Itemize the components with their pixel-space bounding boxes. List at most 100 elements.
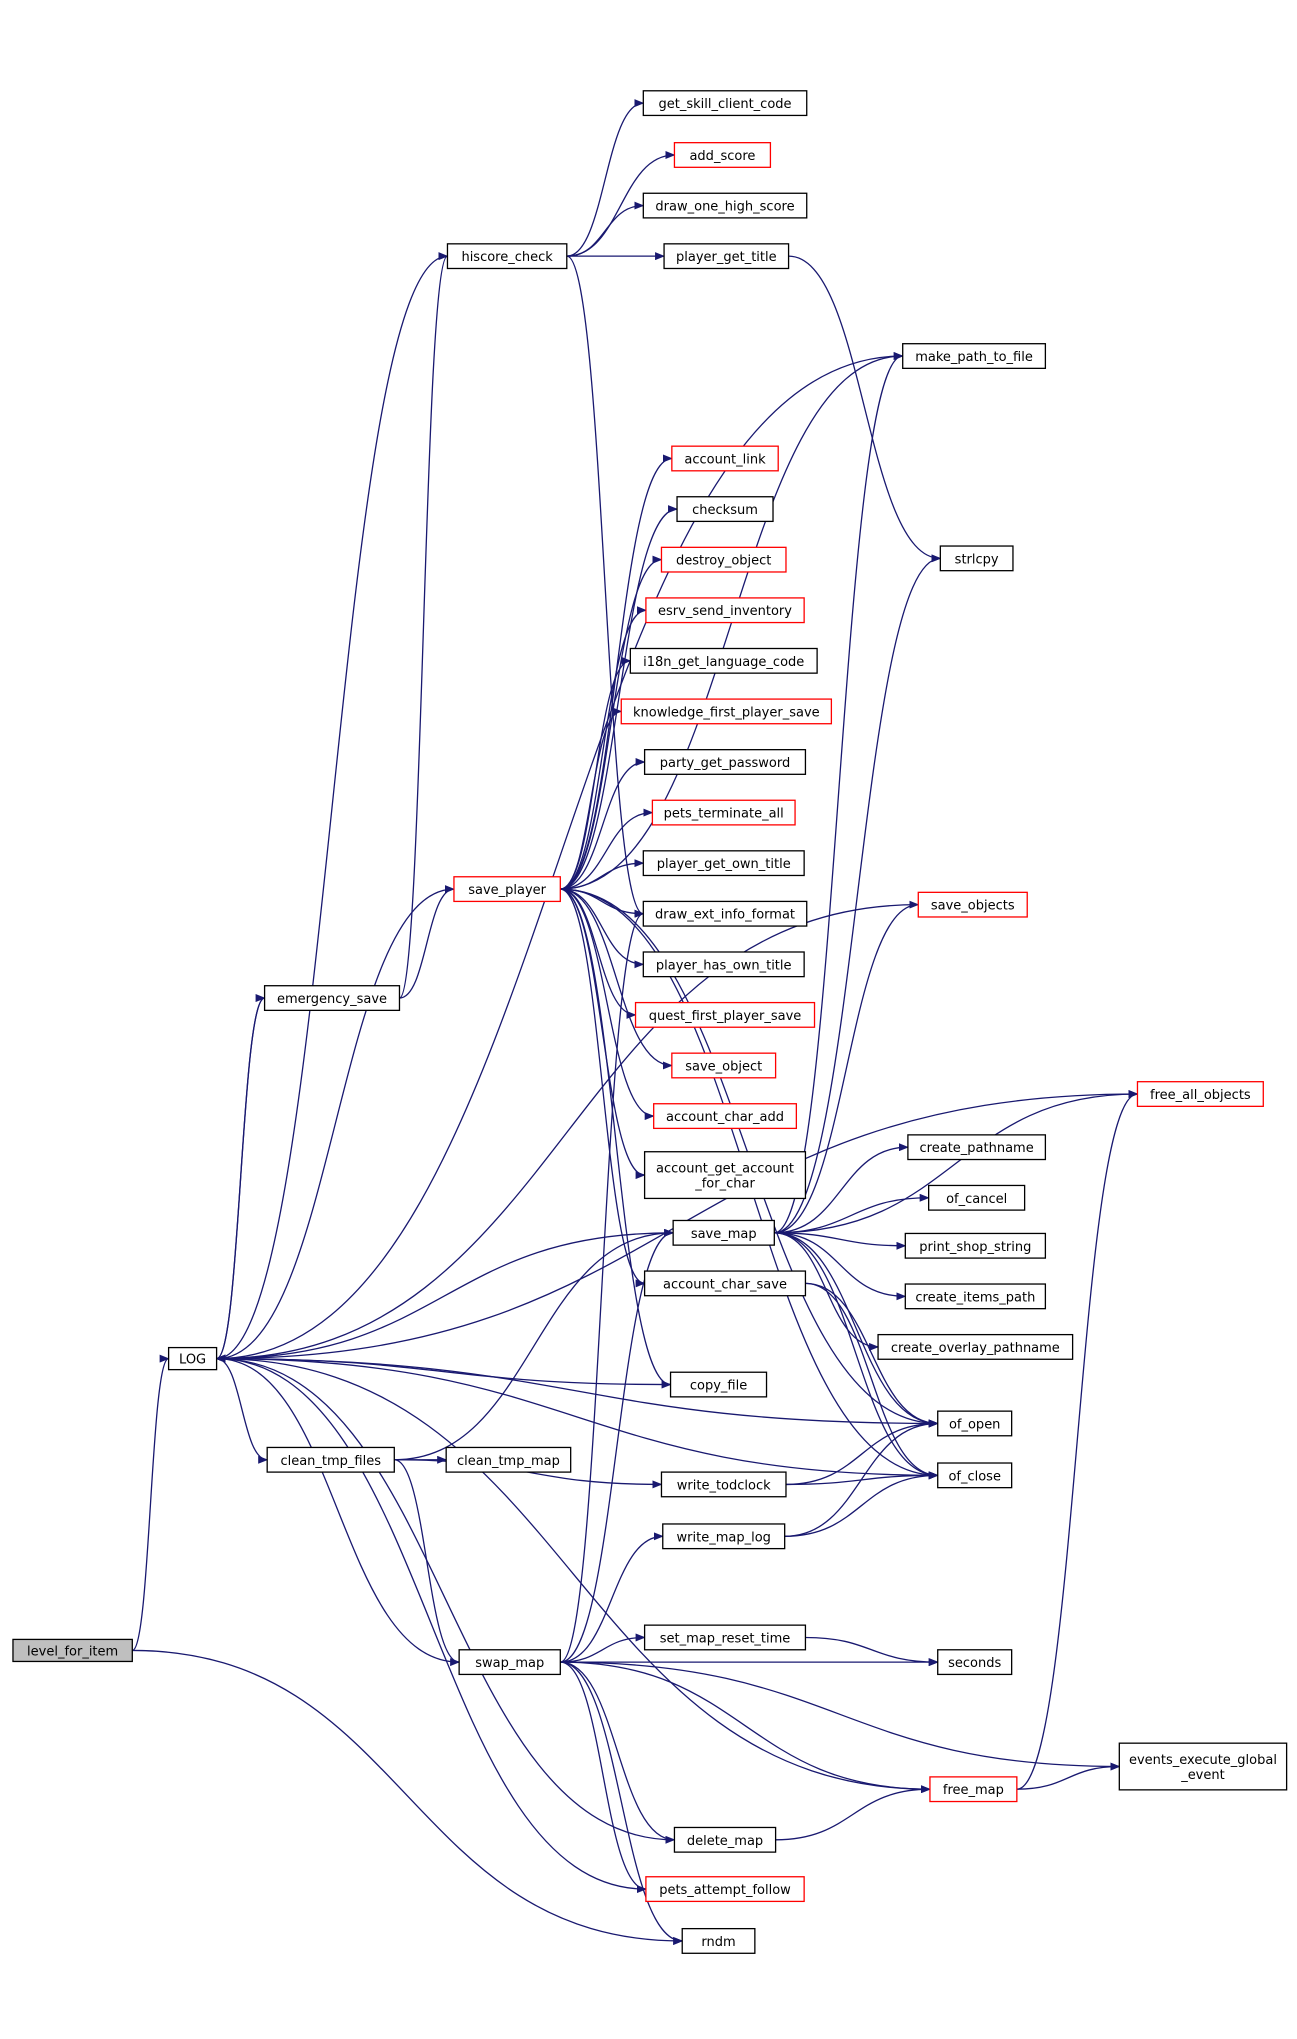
- node-box[interactable]: [662, 1523, 786, 1550]
- node-box[interactable]: [651, 799, 796, 826]
- node-add-score[interactable]: add_score: [673, 142, 772, 168]
- node-clean-tmp-map[interactable]: clean_tmp_map: [445, 1446, 572, 1473]
- node-box[interactable]: [877, 1333, 1074, 1360]
- node-box[interactable]: [642, 951, 805, 978]
- node-box[interactable]: [643, 1151, 807, 1200]
- node-box[interactable]: [681, 1927, 756, 1954]
- node-box[interactable]: [634, 1001, 816, 1028]
- node-save-object[interactable]: save_object: [671, 1052, 777, 1079]
- node-draw-one-high-score[interactable]: draw_one_high_score: [642, 192, 808, 219]
- node-account-char-save[interactable]: account_char_save: [643, 1270, 807, 1297]
- node-box[interactable]: [937, 1462, 1013, 1489]
- node-level-for-item[interactable]: level_for_item: [12, 1638, 133, 1663]
- node-box[interactable]: [643, 1270, 807, 1297]
- node-player-has-own-title[interactable]: player_has_own_title: [642, 951, 805, 978]
- node-box[interactable]: [629, 647, 818, 674]
- node-pets-attempt-follow[interactable]: pets_attempt_follow: [645, 1876, 805, 1903]
- node-create-overlay-pathname[interactable]: create_overlay_pathname: [877, 1333, 1074, 1360]
- node-pets-terminate-all[interactable]: pets_terminate_all: [651, 799, 796, 826]
- node-save-objects[interactable]: save_objects: [917, 891, 1028, 918]
- node-box[interactable]: [672, 1219, 775, 1246]
- node-create-items-path[interactable]: create_items_path: [904, 1283, 1047, 1310]
- node-LOG[interactable]: LOG: [167, 1346, 218, 1371]
- node-free-all-objects[interactable]: free_all_objects: [1136, 1081, 1264, 1107]
- node-box[interactable]: [1118, 1742, 1288, 1791]
- node-box[interactable]: [445, 1446, 572, 1473]
- node-party-get-password[interactable]: party_get_password: [643, 749, 807, 775]
- node-quest-first-player-save[interactable]: quest_first_player_save: [634, 1001, 816, 1028]
- node-box[interactable]: [676, 496, 774, 523]
- node-box[interactable]: [458, 1649, 561, 1676]
- node-save-player[interactable]: save_player: [453, 876, 561, 903]
- node-box[interactable]: [660, 1471, 787, 1498]
- node-box[interactable]: [620, 698, 833, 725]
- node-box[interactable]: [663, 243, 790, 270]
- node-set-map-reset-time[interactable]: set_map_reset_time: [643, 1624, 807, 1651]
- node-box[interactable]: [12, 1638, 133, 1663]
- node-box[interactable]: [939, 545, 1014, 572]
- node-box[interactable]: [642, 90, 808, 117]
- node-box[interactable]: [1136, 1081, 1264, 1107]
- node-write-map-log[interactable]: write_map_log: [662, 1523, 786, 1550]
- node-box[interactable]: [904, 1283, 1047, 1310]
- node-player-get-own-title[interactable]: player_get_own_title: [642, 850, 805, 877]
- node-box[interactable]: [643, 749, 807, 775]
- node-knowledge-first-player-save[interactable]: knowledge_first_player_save: [620, 698, 833, 725]
- node-box[interactable]: [917, 891, 1028, 918]
- node-box[interactable]: [645, 1876, 805, 1903]
- node-events-execute-global-event[interactable]: events_execute_global_event: [1118, 1742, 1288, 1791]
- node-seconds[interactable]: seconds: [937, 1649, 1013, 1676]
- node-box[interactable]: [642, 900, 808, 927]
- node-box[interactable]: [642, 850, 805, 877]
- node-box[interactable]: [937, 1649, 1013, 1676]
- node-box[interactable]: [907, 1134, 1047, 1161]
- node-strlcpy[interactable]: strlcpy: [939, 545, 1014, 572]
- node-box[interactable]: [263, 985, 401, 1012]
- node-create-pathname[interactable]: create_pathname: [907, 1134, 1047, 1161]
- node-box[interactable]: [645, 597, 805, 624]
- node-box[interactable]: [453, 876, 561, 903]
- node-write-todclock[interactable]: write_todclock: [660, 1471, 787, 1498]
- node-make-path-to-file[interactable]: make_path_to_file: [902, 343, 1047, 369]
- node-print-shop-string[interactable]: print_shop_string: [904, 1232, 1047, 1259]
- node-box[interactable]: [673, 142, 772, 168]
- node-esrv-send-inventory[interactable]: esrv_send_inventory: [645, 597, 805, 624]
- node-player-get-title[interactable]: player_get_title: [663, 243, 790, 270]
- node-box[interactable]: [928, 1184, 1026, 1211]
- node-box[interactable]: [671, 445, 779, 472]
- node-box[interactable]: [660, 546, 787, 573]
- node-free-map[interactable]: free_map: [929, 1776, 1018, 1803]
- node-box[interactable]: [673, 1826, 777, 1853]
- node-of-cancel[interactable]: of_cancel: [928, 1184, 1026, 1211]
- node-delete-map[interactable]: delete_map: [673, 1826, 777, 1853]
- node-box[interactable]: [167, 1346, 218, 1371]
- node-copy-file[interactable]: copy_file: [669, 1371, 768, 1398]
- node-clean-tmp-files[interactable]: clean_tmp_files: [266, 1446, 395, 1473]
- node-rndm[interactable]: rndm: [681, 1927, 756, 1954]
- node-box[interactable]: [266, 1446, 395, 1473]
- node-box[interactable]: [643, 1624, 807, 1651]
- node-box[interactable]: [653, 1103, 798, 1130]
- node-get-skill-client-code[interactable]: get_skill_client_code: [642, 90, 808, 117]
- node-swap-map[interactable]: swap_map: [458, 1649, 561, 1676]
- node-of-close[interactable]: of_close: [937, 1462, 1013, 1489]
- node-account-get-account-for-char[interactable]: account_get_account_for_char: [643, 1151, 807, 1200]
- node-box[interactable]: [904, 1232, 1047, 1259]
- node-box[interactable]: [902, 343, 1047, 369]
- node-i18n-get-language-code[interactable]: i18n_get_language_code: [629, 647, 818, 674]
- node-save-map[interactable]: save_map: [672, 1219, 775, 1246]
- node-checksum[interactable]: checksum: [676, 496, 774, 523]
- node-box[interactable]: [671, 1052, 777, 1079]
- node-hiscore-check[interactable]: hiscore_check: [446, 243, 568, 270]
- node-of-open[interactable]: of_open: [937, 1410, 1013, 1437]
- node-account-link[interactable]: account_link: [671, 445, 779, 472]
- node-box[interactable]: [929, 1776, 1018, 1803]
- node-box[interactable]: [446, 243, 568, 270]
- node-destroy-object[interactable]: destroy_object: [660, 546, 787, 573]
- node-box[interactable]: [937, 1410, 1013, 1437]
- node-draw-ext-info-format[interactable]: draw_ext_info_format: [642, 900, 808, 927]
- node-account-char-add[interactable]: account_char_add: [653, 1103, 798, 1130]
- node-emergency-save[interactable]: emergency_save: [263, 985, 401, 1012]
- node-box[interactable]: [642, 192, 808, 219]
- node-box[interactable]: [669, 1371, 768, 1398]
